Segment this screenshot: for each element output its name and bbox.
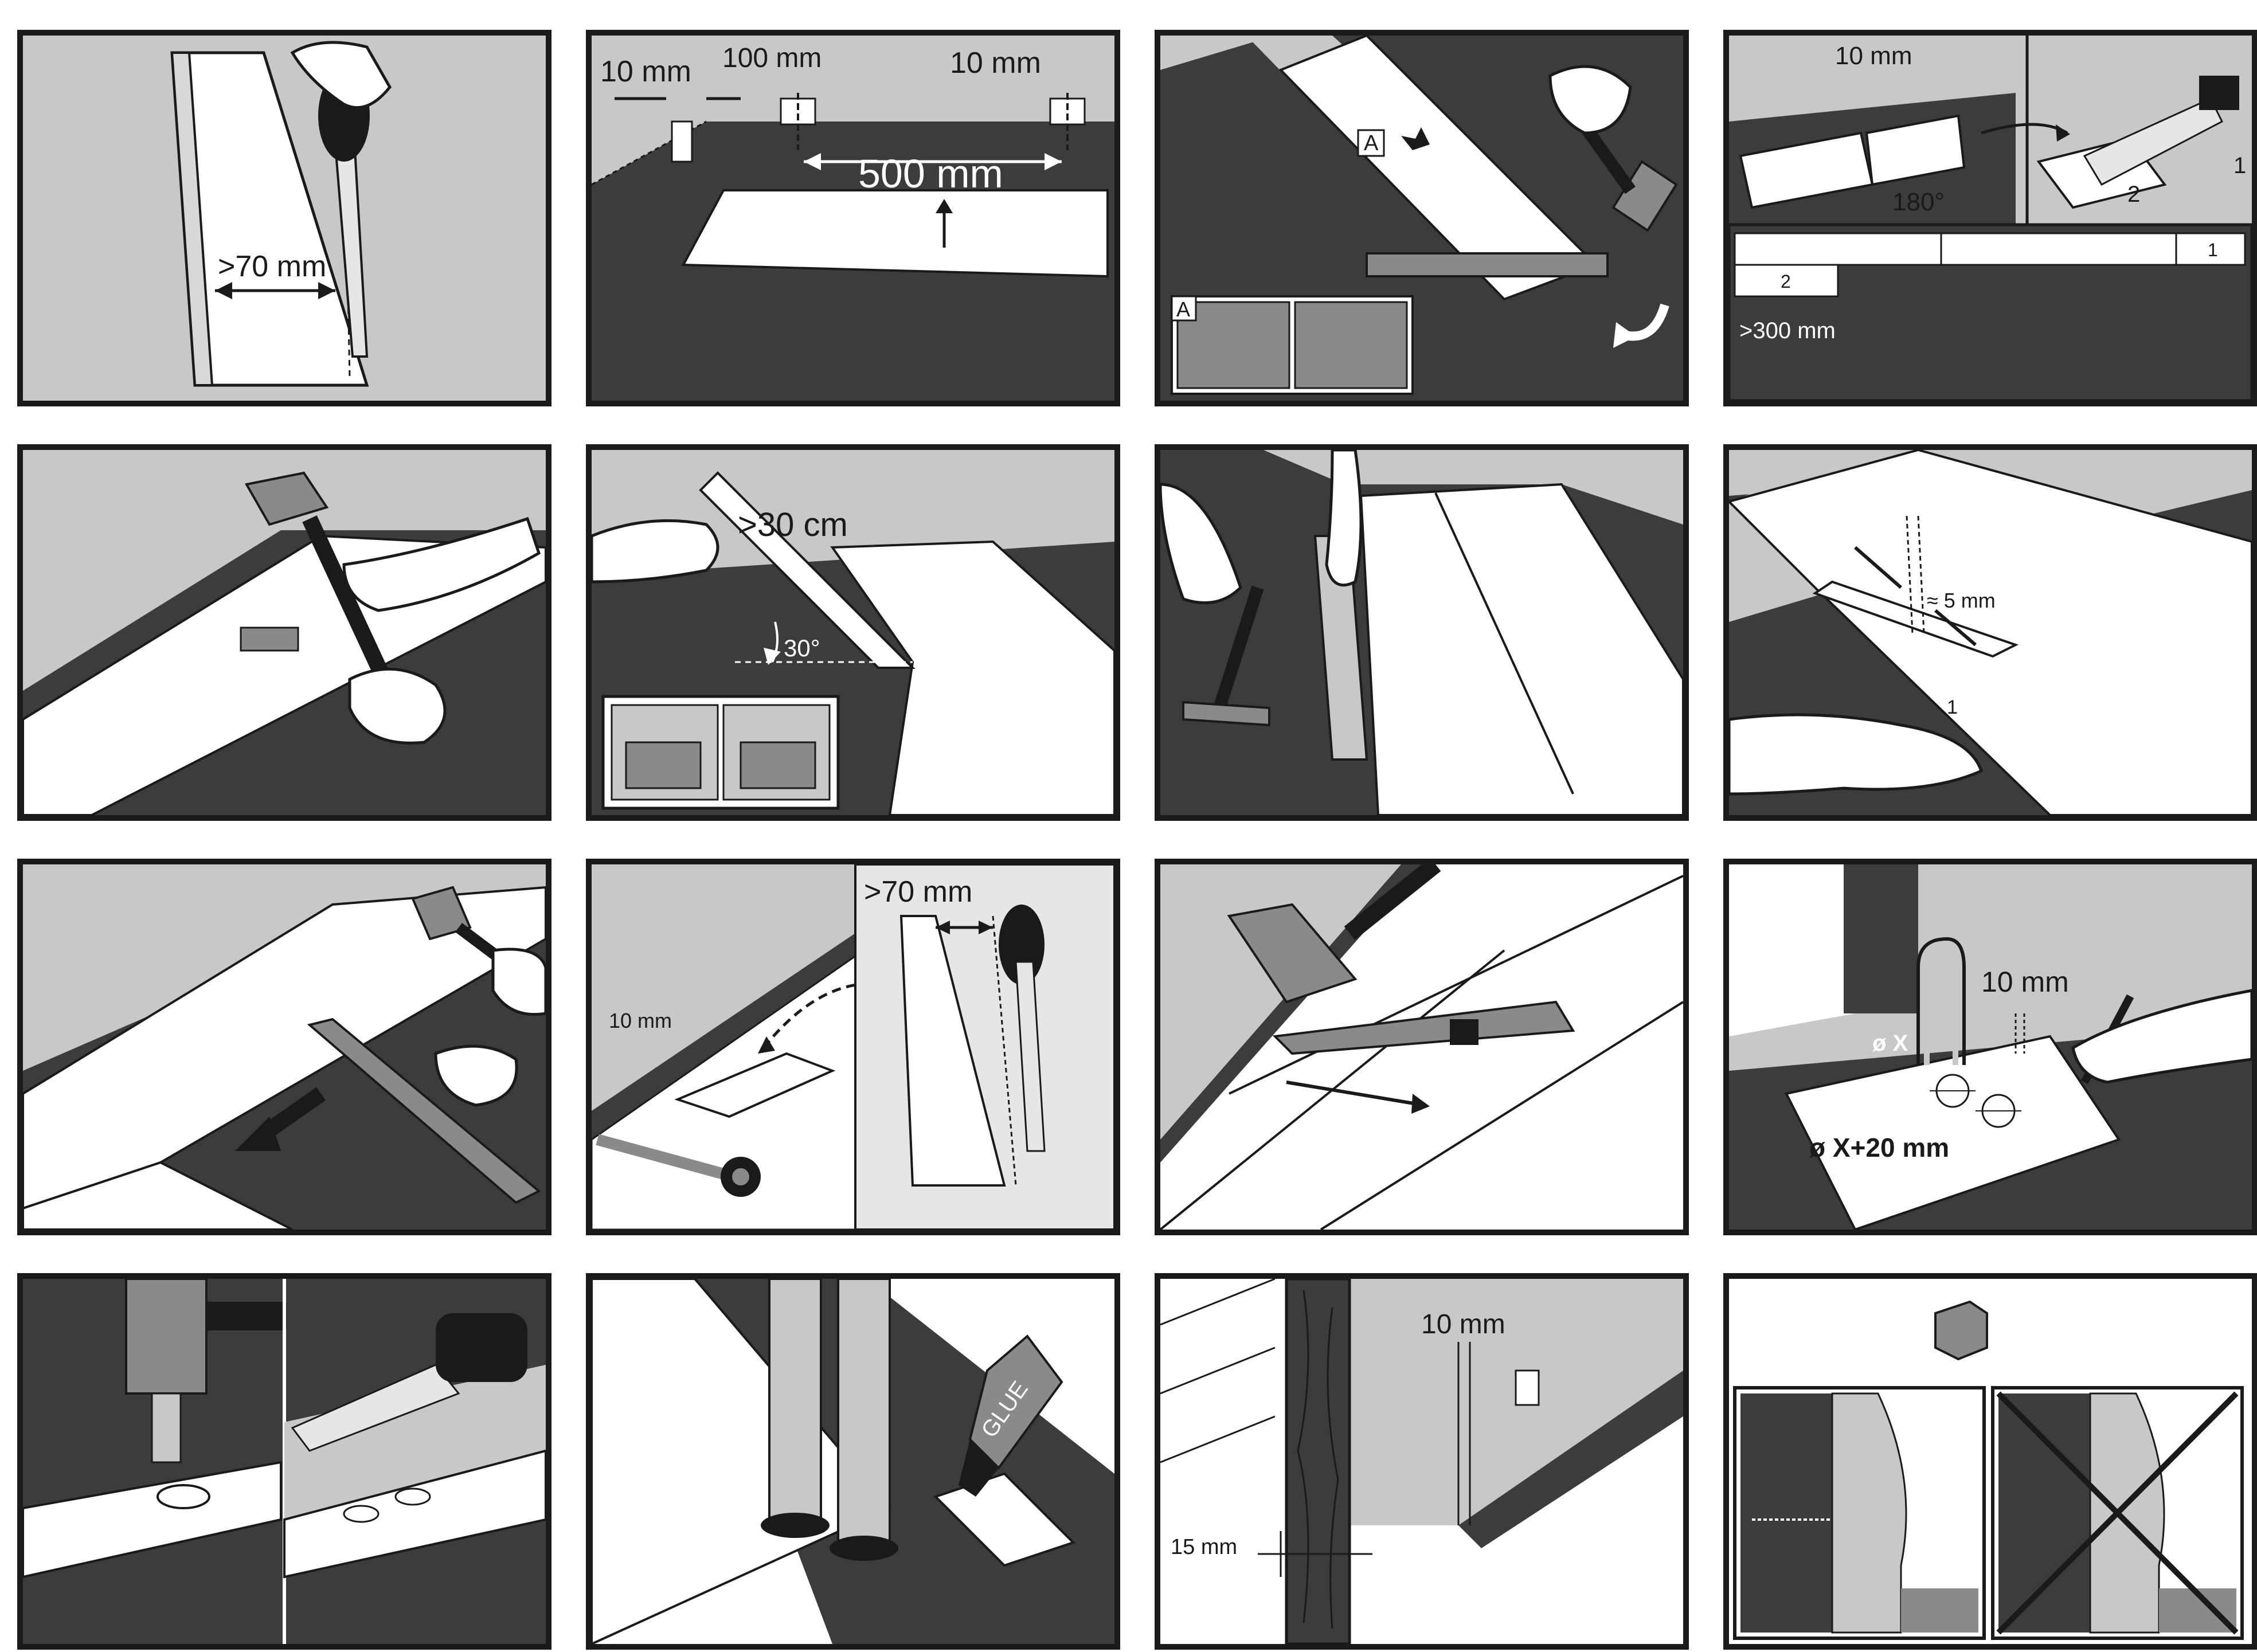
label-step-2: 2: [1861, 731, 1872, 753]
tapping-block-icon: [241, 628, 298, 651]
step-8-panel: ≈ 5 mm 1 2: [1723, 444, 2257, 821]
label-part-2: 2: [2127, 182, 2140, 207]
step-3-illustration: A A: [1160, 36, 1683, 401]
spacer-icon: [1050, 99, 1085, 124]
spacer-icon: [672, 122, 692, 162]
tapping-block-icon: [1450, 1019, 1478, 1045]
label-gap-wall: 10 mm: [600, 55, 691, 88]
label-distance: >30 cm: [738, 506, 848, 543]
board: [683, 190, 1108, 276]
label-gap: 10 mm: [1421, 1309, 1505, 1340]
step-6-panel: >30 cm 30°: [586, 444, 1120, 821]
label-distance: >70 mm: [218, 250, 326, 283]
label-row-2: 2: [1781, 271, 1791, 292]
step-16-illustration: [1729, 1279, 2252, 1644]
step-14-panel: GLUE: [586, 1273, 1120, 1650]
door-frame: [1286, 1279, 1349, 1644]
step-10-illustration: >70 mm 10 mm: [592, 864, 1114, 1230]
label-gap: 10 mm: [1835, 42, 1912, 70]
label-step-1: 1: [1947, 696, 1958, 718]
step-16-panel: [1723, 1273, 2257, 1650]
step-7-illustration: [1160, 450, 1683, 815]
step-5-panel: [17, 444, 551, 821]
step-15-illustration: 10 mm 15 mm: [1160, 1279, 1683, 1644]
label-distance: >70 mm: [864, 875, 972, 909]
spacer-icon: [781, 99, 815, 124]
label-pipe-diameter: ø X: [1872, 1031, 1908, 1056]
step-9-illustration: [23, 864, 546, 1230]
step-4-illustration: 10 mm 180° 1 2 1 2 >300 mm: [1729, 36, 2252, 401]
step-2-illustration: 10 mm 100 mm 10 mm 500 mm: [592, 36, 1114, 401]
tapping-block-icon: [1367, 253, 1607, 276]
label-rotate: 180°: [1892, 188, 1945, 216]
step-12-panel: 10 mm ø X ø X+20 mm: [1723, 859, 2257, 1235]
label-row-1: 1: [2208, 240, 2218, 260]
step-13-illustration: [23, 1279, 546, 1644]
label-undercut: 15 mm: [1171, 1535, 1237, 1559]
step-14-illustration: GLUE: [592, 1279, 1114, 1644]
step-8-illustration: ≈ 5 mm 1 2: [1729, 450, 2252, 815]
label-part-1: 1: [2233, 153, 2246, 178]
label-joint-a: A: [1364, 131, 1379, 155]
skirting-clip-icon: [1935, 1302, 1987, 1359]
label-min-offset: >300 mm: [1739, 318, 1836, 343]
label-overlap: ≈ 5 mm: [1927, 589, 1996, 612]
label-gap: 10 mm: [609, 1009, 672, 1032]
step-2-panel: 10 mm 100 mm 10 mm 500 mm: [586, 30, 1120, 406]
step-11-panel: [1155, 859, 1689, 1235]
hand-icon: [592, 520, 718, 582]
step-13-panel: [17, 1273, 551, 1650]
step-10-panel: >70 mm 10 mm: [586, 859, 1120, 1235]
step-7-panel: [1155, 444, 1689, 821]
label-hole-diameter: ø X+20 mm: [1809, 1133, 1949, 1162]
step-4-panel: 10 mm 180° 1 2 1 2 >300 mm: [1723, 30, 2257, 406]
label-gap: 10 mm: [1981, 966, 2069, 998]
step-15-panel: 10 mm 15 mm: [1155, 1273, 1689, 1650]
spacer-icon: [1516, 1371, 1539, 1405]
step-5-illustration: [23, 450, 546, 815]
step-1-illustration: >70 mm: [23, 36, 546, 401]
step-1-panel: >70 mm: [17, 30, 551, 406]
label-gap-end: 10 mm: [950, 46, 1041, 80]
step-12-illustration: 10 mm ø X ø X+20 mm: [1729, 864, 2252, 1230]
step-11-illustration: [1160, 864, 1683, 1230]
label-length: 500 mm: [858, 151, 1003, 196]
step-9-panel: [17, 859, 551, 1235]
step-3-panel: A A: [1155, 30, 1689, 406]
label-angle: 30°: [784, 635, 820, 661]
label-inset-a: A: [1176, 297, 1190, 321]
label-offset: 100 mm: [722, 43, 822, 73]
step-6-illustration: >30 cm 30°: [592, 450, 1114, 815]
